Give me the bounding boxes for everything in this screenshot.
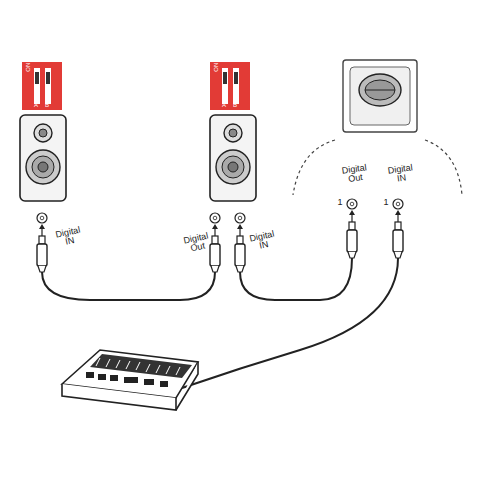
switch-label: B [231, 102, 239, 108]
channel-number: 1 [335, 198, 345, 207]
switch-on-label: ON [213, 62, 219, 72]
port-label: Digital IN [383, 163, 419, 186]
port-label: Digital IN [244, 229, 281, 255]
channel-number: 1 [381, 198, 391, 207]
port-label: Digital IN [50, 225, 87, 251]
switch-label: B [43, 102, 51, 108]
switch-label: A [32, 102, 40, 108]
switch-label: A [220, 102, 228, 108]
switch-on-label: ON [25, 62, 31, 72]
port-label: Digital Out [337, 163, 373, 186]
